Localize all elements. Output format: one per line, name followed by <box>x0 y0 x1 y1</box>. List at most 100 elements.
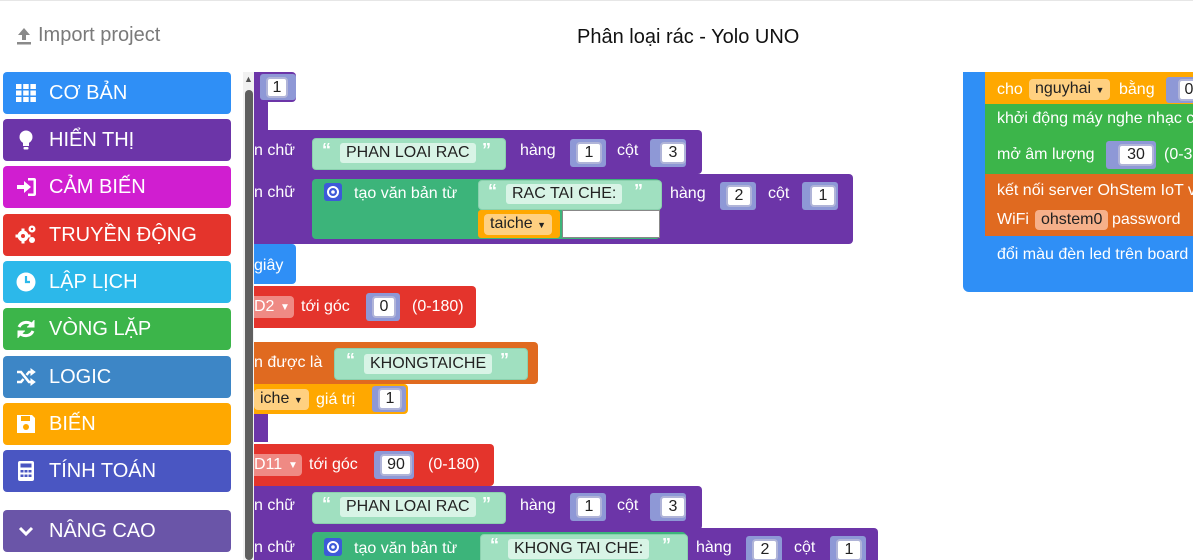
calculator-icon <box>13 458 39 484</box>
col-number-field[interactable]: 3 <box>660 142 686 164</box>
gears-icon <box>13 222 39 248</box>
col-number-field[interactable]: 1 <box>810 185 836 207</box>
category-label: NÂNG CAO <box>49 519 156 542</box>
join-label: tạo văn bản từ <box>354 540 458 557</box>
refresh-icon <box>13 316 39 342</box>
print-label: n chữ <box>254 497 295 514</box>
category-hien-thi[interactable]: HIỂN THỊ <box>3 119 231 161</box>
value-field[interactable]: 0 <box>1178 79 1193 101</box>
wait-block[interactable] <box>254 244 296 284</box>
dropdown-arrow-icon: ▼ <box>280 302 290 313</box>
category-logic[interactable]: LOGIC <box>3 356 231 398</box>
string-text[interactable]: KHONGTAICHE <box>364 354 493 374</box>
block-partial <box>254 102 268 130</box>
variable-name: taiche <box>490 215 533 232</box>
category-co-ban[interactable]: CƠ BẢN <box>3 72 231 114</box>
clock-icon <box>13 269 39 295</box>
row-label: hàng <box>520 497 556 514</box>
category-label: CẢM BIẾN <box>49 175 146 198</box>
music-block[interactable] <box>985 104 1193 136</box>
number-field[interactable]: 1 <box>266 77 288 98</box>
toolbox-scrollbar-thumb[interactable] <box>245 90 253 560</box>
category-label: BIẾN <box>49 412 96 435</box>
quote-open-icon: “ <box>488 181 497 201</box>
string-text[interactable]: PHAN LOAI RAC <box>340 143 476 163</box>
print-label: n chữ <box>254 184 295 201</box>
range-label: (0-180) <box>428 456 480 473</box>
print-label: n chữ <box>254 142 295 159</box>
category-label: LẬP LỊCH <box>49 270 138 293</box>
category-nang-cao[interactable]: NÂNG CAO <box>3 510 231 552</box>
angle-field[interactable]: 0 <box>372 296 396 318</box>
to-angle-label: tới góc <box>301 298 350 315</box>
gear-icon[interactable] <box>324 538 342 556</box>
category-label: LOGIC <box>49 365 112 388</box>
join-label: tạo văn bản từ <box>354 185 458 202</box>
dropdown-arrow-icon: ▼ <box>293 395 303 405</box>
category-tinh-toan[interactable]: TÍNH TOÁN <box>3 450 231 492</box>
project-title: Phân loại rác - Yolo UNO <box>577 26 800 48</box>
variable-dropdown[interactable]: nguyhai ▼ <box>1029 79 1111 100</box>
row-label: hàng <box>696 539 732 556</box>
led-block[interactable] <box>985 236 1193 274</box>
volume-field[interactable]: 30 <box>1118 144 1154 166</box>
category-label: CƠ BẢN <box>49 81 128 104</box>
row-number-field[interactable]: 1 <box>576 496 602 518</box>
category-label: VÒNG LẶP <box>49 317 152 340</box>
quote-close-icon: ” <box>634 181 643 201</box>
range-label: (0-180) <box>412 298 464 315</box>
category-cam-bien[interactable]: CẢM BIẾN <box>3 166 231 208</box>
volume-range-label: (0-3 <box>1164 146 1193 163</box>
category-truyen-dong[interactable]: TRUYỀN ĐỘNG <box>3 214 231 256</box>
scroll-up-arrow[interactable]: ▲ <box>244 74 253 84</box>
col-number-field[interactable]: 3 <box>660 496 686 518</box>
wifi-name-field[interactable]: ohstem0 <box>1035 210 1109 230</box>
volume-block[interactable] <box>985 136 1193 174</box>
grid-icon <box>13 80 39 106</box>
shuffle-icon <box>13 364 39 390</box>
category-bien[interactable]: BIẾN <box>3 403 231 445</box>
variable-name: iche <box>260 390 290 407</box>
chevron-down-icon <box>13 518 39 544</box>
quote-close-icon: ” <box>482 140 491 160</box>
string-text[interactable]: KHONG TAI CHE: <box>508 539 650 559</box>
pin-dropdown[interactable] <box>254 296 294 318</box>
angle-field[interactable]: 90 <box>380 454 412 476</box>
pin-dropdown[interactable] <box>254 454 302 476</box>
seconds-label: giây <box>254 257 284 274</box>
pin-label: D11 <box>254 456 283 473</box>
row-label: hàng <box>670 185 706 202</box>
equals-label: bằng <box>1119 81 1155 98</box>
col-label: cột <box>768 185 790 202</box>
led-label: đổi màu đèn led trên board <box>997 246 1189 263</box>
password-label: password <box>1112 211 1181 228</box>
variable-dropdown[interactable]: taiche ▼ <box>484 214 553 235</box>
set-label: cho <box>997 81 1023 98</box>
sign-in-icon <box>13 174 39 200</box>
quote-close-icon: ” <box>500 350 509 370</box>
variable-name: nguyhai <box>1035 80 1092 97</box>
blocks-workspace[interactable]: 1 n chữ “ PHAN LOAI RAC ” hàng 1 cột 3 n… <box>254 60 1193 560</box>
import-project-button[interactable]: Import project <box>16 24 160 47</box>
to-angle-label: tới góc <box>309 456 358 473</box>
string-text[interactable]: PHAN LOAI RAC <box>340 497 476 517</box>
import-project-label: Import project <box>38 24 161 46</box>
gear-icon[interactable] <box>324 183 342 201</box>
category-lap-lich[interactable]: LẬP LỊCH <box>3 261 231 303</box>
category-vong-lap[interactable]: VÒNG LẶP <box>3 308 231 350</box>
top-divider <box>0 0 1193 1</box>
string-text[interactable]: RAC TAI CHE: <box>506 184 623 204</box>
col-number-field[interactable]: 1 <box>836 539 862 560</box>
dropdown-arrow-icon: ▼ <box>1095 85 1105 95</box>
variable-dropdown[interactable]: iche ▼ <box>254 389 309 410</box>
col-label: cột <box>617 497 639 514</box>
category-label: TÍNH TOÁN <box>49 459 157 482</box>
value-field[interactable]: 1 <box>378 388 402 410</box>
music-label: khởi động máy nghe nhạc c <box>997 110 1193 127</box>
row-number-field[interactable]: 2 <box>726 185 752 207</box>
row-number-field[interactable]: 2 <box>752 539 778 560</box>
quote-close-icon: ” <box>482 494 491 514</box>
empty-slot <box>562 210 660 238</box>
upload-icon <box>17 27 31 44</box>
row-number-field[interactable]: 1 <box>576 142 602 164</box>
